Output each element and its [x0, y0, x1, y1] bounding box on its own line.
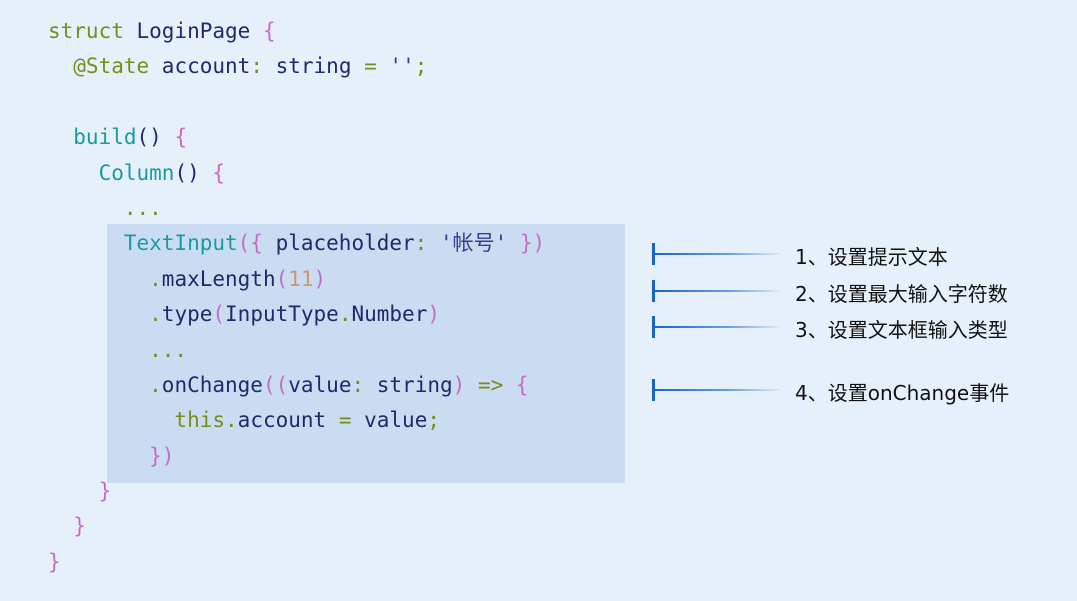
code-token: ) [313, 266, 327, 291]
annotation-placeholder: 1、设置提示文本 [652, 242, 1072, 269]
code-token: onChange [161, 372, 263, 397]
code-token: . [338, 302, 352, 327]
code-token: { [199, 160, 226, 185]
code-token: = [338, 408, 352, 433]
annotation-label: 4、设置onChange事件 [795, 381, 1010, 405]
code-line: this.account = value; [48, 403, 545, 438]
code-token: ) [452, 372, 466, 397]
annotation-label: 3、设置文本框输入类型 [795, 318, 1008, 342]
code-line: .type(InputType.Number) [48, 297, 545, 332]
code-line: build() { [48, 120, 545, 155]
code-token: }) [507, 231, 546, 256]
annotation-label: 1、设置提示文本 [795, 245, 948, 269]
code-token: () [174, 160, 200, 185]
annotation-marker [652, 379, 655, 401]
code-token: { [161, 125, 188, 150]
code-line: }) [48, 439, 545, 474]
annotation-marker [652, 280, 655, 302]
code-token: type [161, 302, 213, 327]
code-token: () [136, 125, 162, 150]
code-token: ( [212, 302, 226, 327]
code-token: '' [376, 54, 415, 79]
code-block: struct LoginPage { @State account: strin… [48, 14, 545, 580]
code-line: } [48, 545, 545, 580]
code-line: TextInput({ placeholder: '帐号' }) [48, 226, 545, 261]
code-token: ; [427, 408, 440, 433]
code-token: }) [48, 443, 175, 468]
code-token: value [288, 372, 352, 397]
annotation-input-type: 3、设置文本框输入类型 [652, 315, 1072, 342]
code-token: ; [414, 54, 428, 79]
code-line: @State account: string = ''; [48, 49, 545, 84]
code-token: account [237, 408, 339, 433]
code-token: } [48, 514, 86, 539]
code-line: ... [48, 191, 545, 226]
code-token: value [351, 408, 428, 433]
code-token: : [250, 54, 263, 79]
annotation-marker [652, 316, 655, 338]
code-token: @State [48, 54, 150, 79]
annotation-connector [655, 253, 780, 255]
annotation-connector [655, 389, 780, 391]
code-token: LoginPage [123, 19, 263, 43]
code-token: maxLength [161, 266, 276, 291]
code-token: ) [427, 302, 440, 327]
code-token: (( [262, 372, 289, 397]
code-token: } [48, 549, 61, 574]
code-token: Column [48, 160, 175, 185]
code-token: string [262, 54, 365, 79]
annotation-label: 2、设置最大输入字符数 [795, 282, 1008, 306]
code-token: = [364, 54, 377, 79]
code-token: . [225, 408, 238, 433]
code-token: TextInput [48, 231, 238, 256]
code-token: InputType [225, 302, 339, 327]
code-token: string [364, 372, 453, 397]
code-token: this [48, 408, 226, 433]
code-token: => [465, 372, 504, 397]
annotation-connector [655, 326, 780, 328]
annotation-marker [652, 243, 655, 265]
code-line: .onChange((value: string) => { [48, 368, 545, 403]
code-token: : [351, 372, 365, 397]
code-token: . [48, 266, 162, 291]
code-line: struct LoginPage { [48, 14, 545, 49]
code-token: build [48, 125, 137, 150]
code-token: : [414, 231, 428, 256]
code-token: account [149, 54, 251, 79]
code-token: '帐号' [427, 231, 508, 256]
code-line: } [48, 509, 545, 544]
code-token: placeholder [262, 231, 415, 256]
code-token: ({ [237, 231, 263, 256]
code-token: { [503, 372, 529, 397]
code-token: { [262, 19, 276, 43]
code-token: 11 [288, 266, 314, 291]
code-token: Number [351, 302, 428, 327]
code-highlight-block [107, 224, 625, 483]
code-token: ... [48, 337, 188, 362]
code-line: } [48, 474, 545, 509]
code-token: struct [48, 19, 124, 43]
code-line: ... [48, 333, 545, 368]
annotation-max-length: 2、设置最大输入字符数 [652, 279, 1072, 306]
code-line: .maxLength(11) [48, 262, 545, 297]
code-token: ... [48, 195, 162, 220]
code-token: ( [275, 266, 289, 291]
code-token: } [48, 479, 112, 504]
annotation-connector [655, 290, 780, 292]
code-token: . [48, 372, 162, 397]
code-token: . [48, 302, 162, 327]
code-line: Column() { [48, 156, 545, 191]
annotation-onchange: 4、设置onChange事件 [652, 378, 1072, 405]
